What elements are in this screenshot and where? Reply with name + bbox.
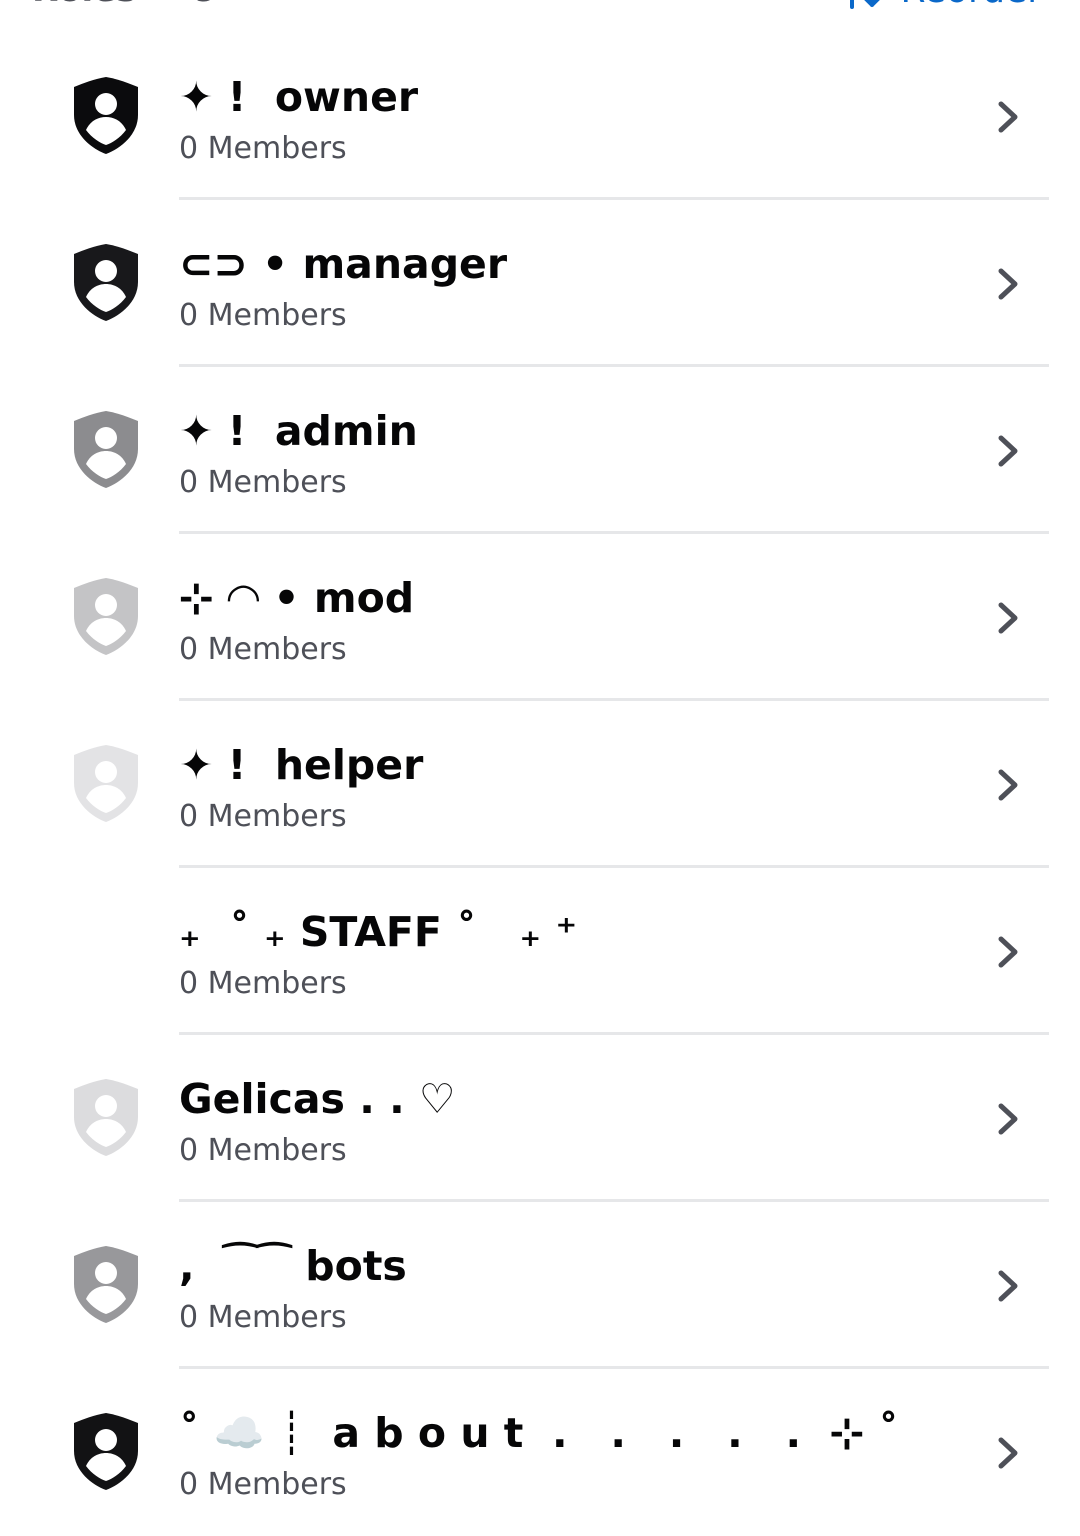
chevron-right-icon [998,101,1018,133]
divider [179,1366,1049,1369]
role-member-count: 0 Members [179,465,347,500]
divider [179,531,1049,534]
role-member-count: 0 Members [179,1300,347,1335]
chevron-right-icon [998,936,1018,968]
chevron-right-icon [998,1103,1018,1135]
shield-user-icon [74,411,138,488]
chevron-right-icon [998,602,1018,634]
chevron-right-icon [998,268,1018,300]
role-member-count: 0 Members [179,966,347,1001]
divider [179,364,1049,367]
role-row-mod[interactable]: ⊹ ◠ • mod 0 Members [0,534,1080,701]
reorder-label: Reorder [900,0,1042,11]
role-member-count: 0 Members [179,799,347,834]
shield-user-icon [74,1413,138,1490]
chevron-right-icon [998,435,1018,467]
divider [179,698,1049,701]
role-name: ⊹ ◠ • mod [179,574,415,622]
reorder-button[interactable]: Reorder [840,0,1042,11]
role-row-about[interactable]: ˚ ☁️ ┊ a b o u t . . . . . ⊹ ˚ 0 Members [0,1369,1080,1536]
role-name: ✦ ! helper [179,741,424,789]
role-name: , ⁀⁀ bots [179,1242,407,1290]
role-row-helper[interactable]: ✦ ! helper 0 Members [0,701,1080,868]
shield-user-icon [74,578,138,655]
role-name: ˚ ☁️ ┊ a b o u t . . . . . ⊹ ˚ [179,1409,899,1457]
role-member-count: 0 Members [179,131,347,166]
role-name: ✦ ! owner [179,73,419,121]
chevron-right-icon [998,1270,1018,1302]
role-row-bots[interactable]: , ⁀⁀ bots 0 Members [0,1202,1080,1369]
role-member-count: 0 Members [179,632,347,667]
role-name: ✦ ! admin [179,407,418,455]
role-member-count: 0 Members [179,298,347,333]
role-member-count: 0 Members [179,1467,347,1502]
roles-count-title: Roles — 9 [32,0,218,10]
role-row-manager[interactable]: ⊂⊃ • manager 0 Members [0,200,1080,367]
shield-user-icon [74,244,138,321]
role-row-owner[interactable]: ✦ ! owner 0 Members [0,33,1080,200]
roles-list: ✦ ! owner 0 Members ⊂⊃ • manager 0 Membe… [0,33,1080,1536]
role-name: Gelicas . . ♡ [179,1075,456,1123]
divider [179,1199,1049,1202]
divider [179,1032,1049,1035]
role-member-count: 0 Members [179,1133,347,1168]
role-name: ₊ ˚ ₊ STAFF ˚ ₊ ⁺ [179,908,578,956]
shield-user-icon [74,77,138,154]
divider [179,197,1049,200]
roles-header: Roles — 9 Reorder [0,0,1080,11]
role-row-staff[interactable]: ₊ ˚ ₊ STAFF ˚ ₊ ⁺ 0 Members [0,868,1080,1035]
shield-user-icon [74,1246,138,1323]
divider [179,865,1049,868]
shield-user-icon [74,745,138,822]
role-row-gelicas[interactable]: Gelicas . . ♡ 0 Members [0,1035,1080,1202]
reorder-arrows-icon [850,0,880,9]
chevron-right-icon [998,1437,1018,1469]
shield-user-icon [74,1079,138,1156]
role-name: ⊂⊃ • manager [179,240,508,288]
role-row-admin[interactable]: ✦ ! admin 0 Members [0,367,1080,534]
chevron-right-icon [998,769,1018,801]
